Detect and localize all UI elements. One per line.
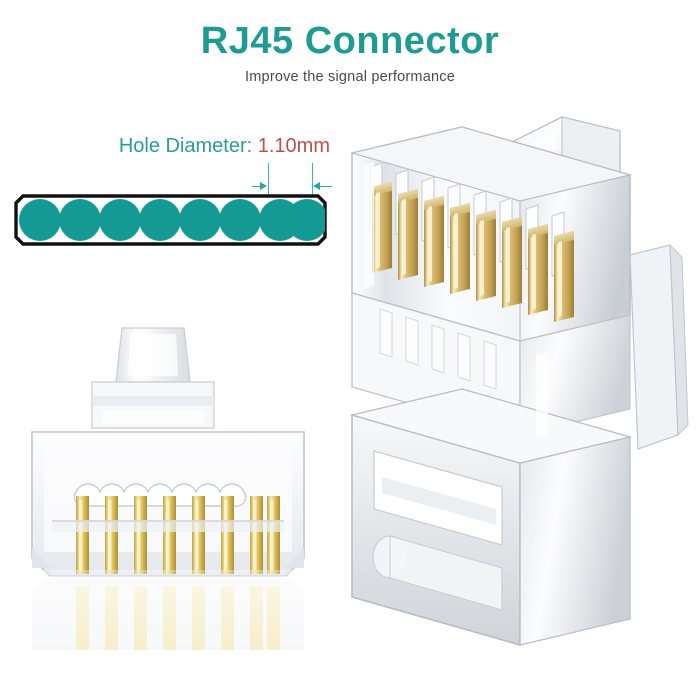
- hole-diameter-label: Hole Diameter: 1.10mm: [0, 135, 330, 158]
- front-connector-svg: [18, 327, 318, 650]
- hole-circle: [139, 199, 181, 241]
- dimension-bar-left: [252, 185, 262, 187]
- hole-diameter-label-text: Hole Diameter:: [118, 135, 258, 157]
- gold-contact-pins-front: [76, 496, 280, 574]
- extension-line-left: [268, 163, 270, 195]
- hole-circle: [219, 199, 261, 241]
- hole-circle: [179, 199, 221, 241]
- dimension-marker: [250, 163, 340, 195]
- latch-clip: [115, 327, 191, 383]
- connector-side-latch: [629, 243, 689, 450]
- hole-circle: [286, 199, 325, 241]
- hole-circle: [19, 199, 61, 241]
- connector-lower-housing: [349, 388, 633, 646]
- hole-diagram-svg: [14, 194, 327, 246]
- hole-diagram: [14, 194, 327, 246]
- rj45-connector-front-photo: [18, 320, 318, 650]
- extension-line-right: [312, 163, 314, 195]
- main-connector-svg: [349, 116, 689, 646]
- arrow-right-pointing-icon: [260, 182, 267, 190]
- header: RJ45 Connector Improve the signal perfor…: [0, 22, 700, 85]
- latch-shoulder: [91, 381, 215, 429]
- surface-reflection: [18, 570, 318, 650]
- hole-diameter-value: 1.10mm: [257, 135, 330, 157]
- gold-contact-pins: [372, 182, 574, 322]
- rj45-connector-main-photo: [330, 105, 700, 675]
- dimension-arrow-row: [250, 181, 340, 191]
- pin-crossbar: [52, 520, 284, 532]
- dimension-bar-right: [320, 185, 332, 187]
- arrow-left-pointing-icon: [313, 182, 320, 190]
- hole-circle: [59, 199, 101, 241]
- page-subtitle: Improve the signal performance: [245, 69, 455, 85]
- specular-highlights: [364, 162, 548, 438]
- hole-diameter-callout: Hole Diameter: 1.10mm: [0, 135, 340, 260]
- hole-circles-group: [19, 199, 325, 241]
- hole-circle: [99, 199, 141, 241]
- page-title: RJ45 Connector: [200, 20, 500, 62]
